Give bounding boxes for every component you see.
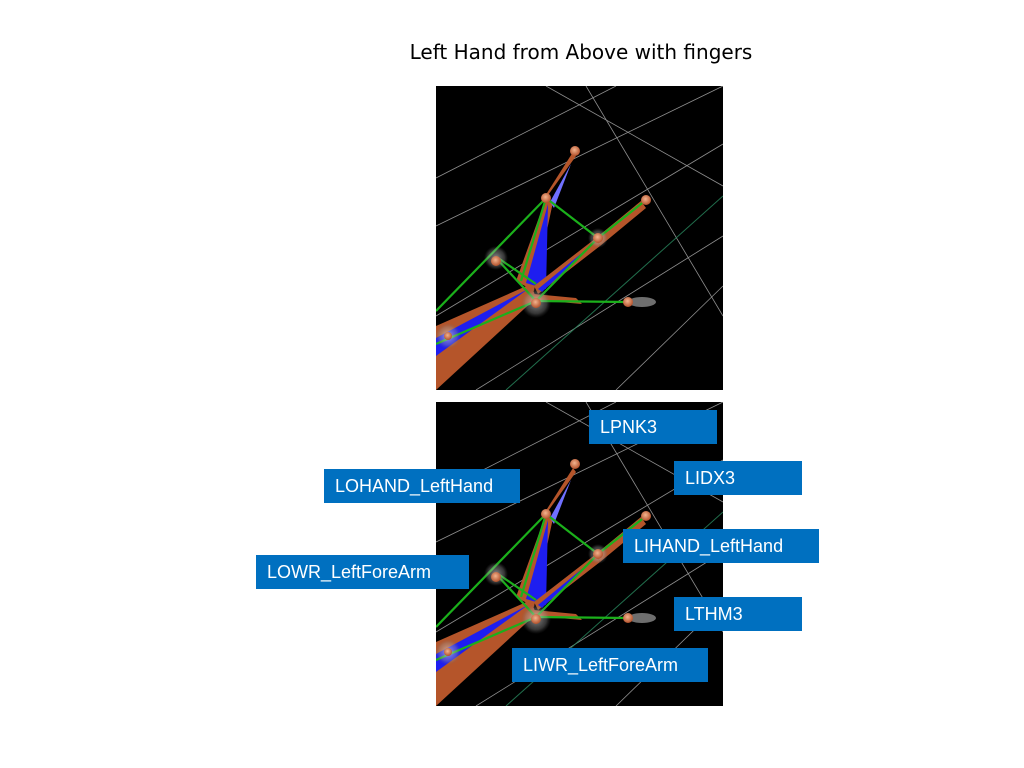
label-lidx3: LIDX3	[674, 461, 802, 495]
label-lowr: LOWR_LeftForeArm	[256, 555, 469, 589]
grid-lines	[436, 86, 723, 390]
label-liwr: LIWR_LeftForeArm	[512, 648, 708, 682]
hand-view-plain	[436, 86, 723, 390]
label-lpnk3: LPNK3	[589, 410, 717, 444]
label-lohand: LOHAND_LeftHand	[324, 469, 520, 503]
hand-skeleton-render	[436, 86, 723, 390]
hand-skeleton-render	[436, 402, 723, 706]
markers	[444, 146, 651, 340]
label-lthm3: LTHM3	[674, 597, 802, 631]
bone-shapes	[436, 152, 646, 390]
slide-title: Left Hand from Above with fingers	[409, 40, 753, 64]
label-lihand: LIHAND_LeftHand	[623, 529, 819, 563]
